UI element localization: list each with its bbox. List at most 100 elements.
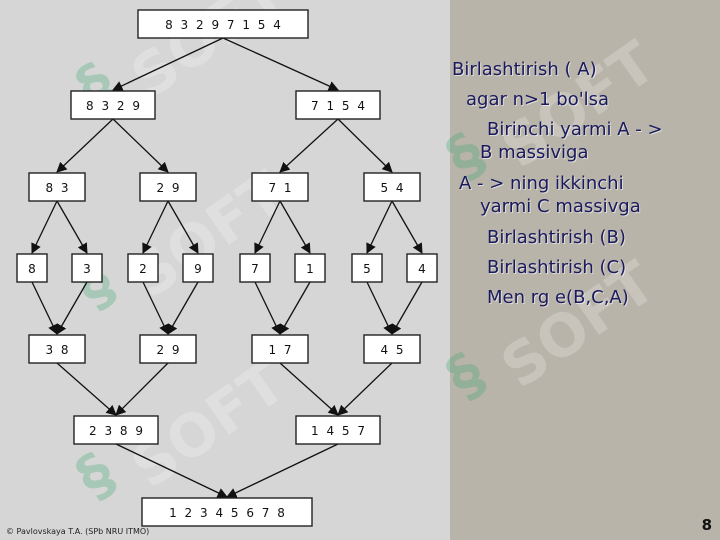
node-m45: 4 5 [363, 334, 421, 364]
node-label: 7 1 5 4 [311, 99, 367, 113]
algo-line-2: agar n>1 bo'lsa [466, 89, 610, 110]
node-label: 1 4 5 7 [311, 424, 367, 438]
node-label: 7 1 [268, 181, 293, 195]
node-RR: 5 4 [363, 172, 421, 202]
node-box [295, 90, 381, 120]
edge-m2389-to-final [115, 443, 228, 498]
node-box [16, 253, 48, 283]
edge-R-to-RR [337, 118, 393, 173]
algo-line-5: A - > ning ikkinchi [459, 173, 624, 194]
node-box [182, 253, 214, 283]
node-label: 1 [306, 262, 316, 276]
node-label: 4 [418, 262, 428, 276]
node-a1: 1 [294, 253, 326, 283]
edge-LL-to-a3 [56, 200, 88, 254]
node-label: 2 9 [156, 343, 181, 357]
node-label: 2 [139, 262, 149, 276]
node-label: 1 7 [268, 343, 293, 357]
edge-a5-to-m45 [366, 281, 393, 335]
node-label: 5 4 [380, 181, 405, 195]
node-box [251, 334, 309, 364]
node-box [363, 334, 421, 364]
algo-line-6: yarmi C massivga [480, 196, 641, 217]
copyright-footer: © Pavlovskaya T.A. (SPb NRU ITMO) [6, 527, 150, 536]
node-box [294, 253, 326, 283]
algo-line-3: Birinchi yarmi A - > [487, 119, 663, 140]
edge-a8-to-m38 [31, 281, 58, 335]
node-label: 8 [28, 262, 38, 276]
node-box [351, 253, 383, 283]
algo-line-1: Birlashtirish ( A) [452, 59, 597, 80]
node-box [28, 172, 86, 202]
node-final: 1 2 3 4 5 6 7 8 [141, 497, 313, 527]
node-a9: 9 [182, 253, 214, 283]
node-a5: 5 [351, 253, 383, 283]
node-box [139, 334, 197, 364]
node-label: 8 3 2 9 7 1 5 4 [165, 18, 283, 32]
node-box [363, 172, 421, 202]
edge-m29-to-m2389 [115, 362, 169, 416]
edge-m38-to-m2389 [56, 362, 117, 416]
node-m38: 3 8 [28, 334, 86, 364]
edge-RL-to-a1 [279, 200, 311, 254]
node-box [251, 172, 309, 202]
node-m29: 2 9 [139, 334, 197, 364]
algo-line-4: B massiviga [480, 142, 589, 163]
node-a3: 3 [71, 253, 103, 283]
node-box [70, 90, 156, 120]
text-panel-background [450, 0, 720, 540]
node-root: 8 3 2 9 7 1 5 4 [137, 9, 309, 39]
node-box [137, 9, 309, 39]
page-number: 8 [701, 516, 712, 534]
diagram-nodes: 8 3 2 9 7 1 5 4 8 3 2 9 7 1 5 4 8 3 2 9 7 1 5 … [16, 9, 438, 527]
node-label: 7 [251, 262, 261, 276]
algo-line-8: Birlashtirish (C) [487, 257, 627, 278]
node-label: 3 [83, 262, 93, 276]
node-label: 9 [194, 262, 204, 276]
node-label: 1 2 3 4 5 6 7 8 [169, 506, 287, 520]
edge-RL-to-a7 [254, 200, 281, 254]
edge-LR-to-a2 [142, 200, 169, 254]
edge-a2-to-m29 [142, 281, 169, 335]
node-a4: 4 [406, 253, 438, 283]
edge-a7-to-m17 [254, 281, 281, 335]
node-label: 4 5 [380, 343, 405, 357]
node-box [139, 172, 197, 202]
edge-L-to-LL [56, 118, 114, 173]
edge-a4-to-m45 [391, 281, 423, 335]
node-L: 8 3 2 9 [70, 90, 156, 120]
node-label: 5 [363, 262, 373, 276]
algo-line-9: Men rg e(B,C,A) [487, 287, 629, 308]
node-a7: 7 [239, 253, 271, 283]
node-LR: 2 9 [139, 172, 197, 202]
node-box [141, 497, 313, 527]
node-box [239, 253, 271, 283]
edge-a3-to-m38 [56, 281, 88, 335]
watermark-logo-s: § [64, 439, 127, 511]
node-box [295, 415, 381, 445]
node-box [73, 415, 159, 445]
node-box [71, 253, 103, 283]
node-RL: 7 1 [251, 172, 309, 202]
edge-R-to-RL [279, 118, 339, 173]
edge-m17-to-m1457 [279, 362, 339, 416]
node-a8: 8 [16, 253, 48, 283]
edge-LR-to-a9 [167, 200, 199, 254]
node-label: 8 3 [45, 181, 70, 195]
edge-RR-to-a4 [391, 200, 423, 254]
node-label: 8 3 2 9 [86, 99, 142, 113]
node-box [28, 334, 86, 364]
edge-LL-to-a8 [31, 200, 58, 254]
node-box [127, 253, 159, 283]
node-m17: 1 7 [251, 334, 309, 364]
edge-root-to-R [222, 37, 339, 91]
node-label: 3 8 [45, 343, 70, 357]
node-label: 2 3 8 9 [89, 424, 145, 438]
watermark-logo-s: § [434, 339, 497, 411]
edge-root-to-L [112, 37, 224, 91]
node-m1457: 1 4 5 7 [295, 415, 381, 445]
node-a2: 2 [127, 253, 159, 283]
node-R: 7 1 5 4 [295, 90, 381, 120]
